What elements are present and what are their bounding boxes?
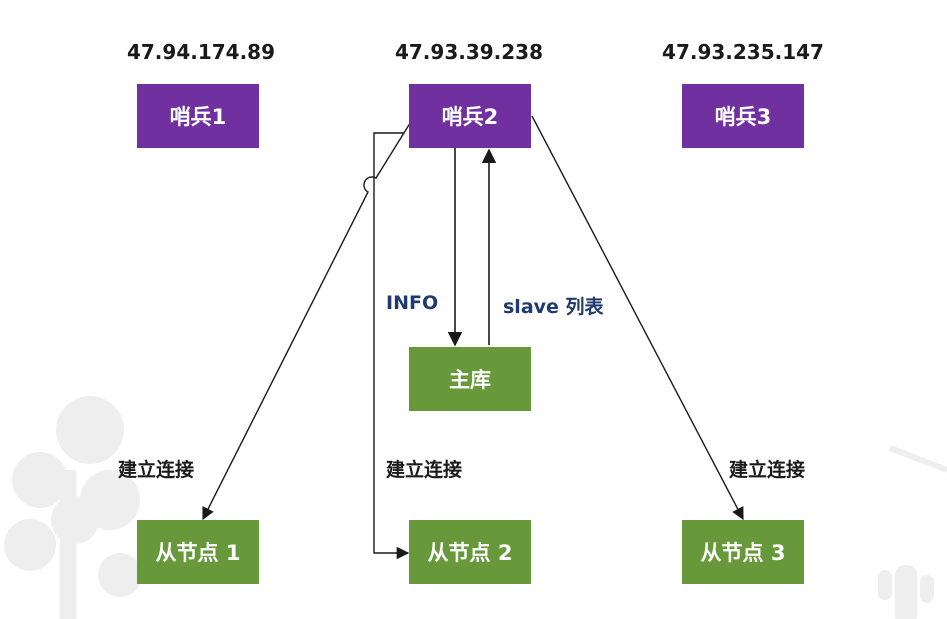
sentinel-3-label: 哨兵3	[714, 105, 772, 129]
connect-edge-replica-3	[531, 115, 744, 521]
connect-label-replica-2: 建立连接	[386, 459, 463, 481]
tree-silhouette-icon	[4, 396, 142, 619]
sentinel-1-node[interactable]: 哨兵1	[137, 84, 259, 148]
master-node[interactable]: 主库	[409, 347, 531, 411]
branch-silhouette-icon	[888, 445, 947, 473]
replica-3-label: 从节点 3	[700, 541, 786, 565]
master-label: 主库	[449, 368, 491, 392]
connect-edge-replica-2	[373, 132, 410, 560]
sentinel-2-label: 哨兵2	[441, 105, 499, 129]
sentinel-2-node[interactable]: 哨兵2	[409, 84, 531, 148]
connect-label-replica-3: 建立连接	[729, 459, 806, 481]
replica-1-label: 从节点 1	[155, 541, 241, 565]
connect-edge-replica-1	[202, 119, 413, 521]
cactus-silhouette-icon	[878, 565, 934, 619]
sentinel-3-node[interactable]: 哨兵3	[682, 84, 804, 148]
info-edge-label: INFO	[386, 292, 439, 314]
replica-1-node[interactable]: 从节点 1	[137, 520, 259, 584]
sentinel-1-ip: 47.94.174.89	[126, 40, 276, 64]
sentinel-3-ip: 47.93.235.147	[662, 40, 824, 64]
replica-3-node[interactable]: 从节点 3	[682, 520, 804, 584]
replica-2-node[interactable]: 从节点 2	[409, 520, 531, 584]
slave-list-edge-label: slave 列表	[503, 296, 604, 318]
sentinel-2-ip: 47.93.39.238	[394, 40, 544, 64]
connect-label-replica-1: 建立连接	[118, 459, 195, 481]
replica-2-label: 从节点 2	[427, 541, 513, 565]
sentinel-1-label: 哨兵1	[169, 105, 227, 129]
